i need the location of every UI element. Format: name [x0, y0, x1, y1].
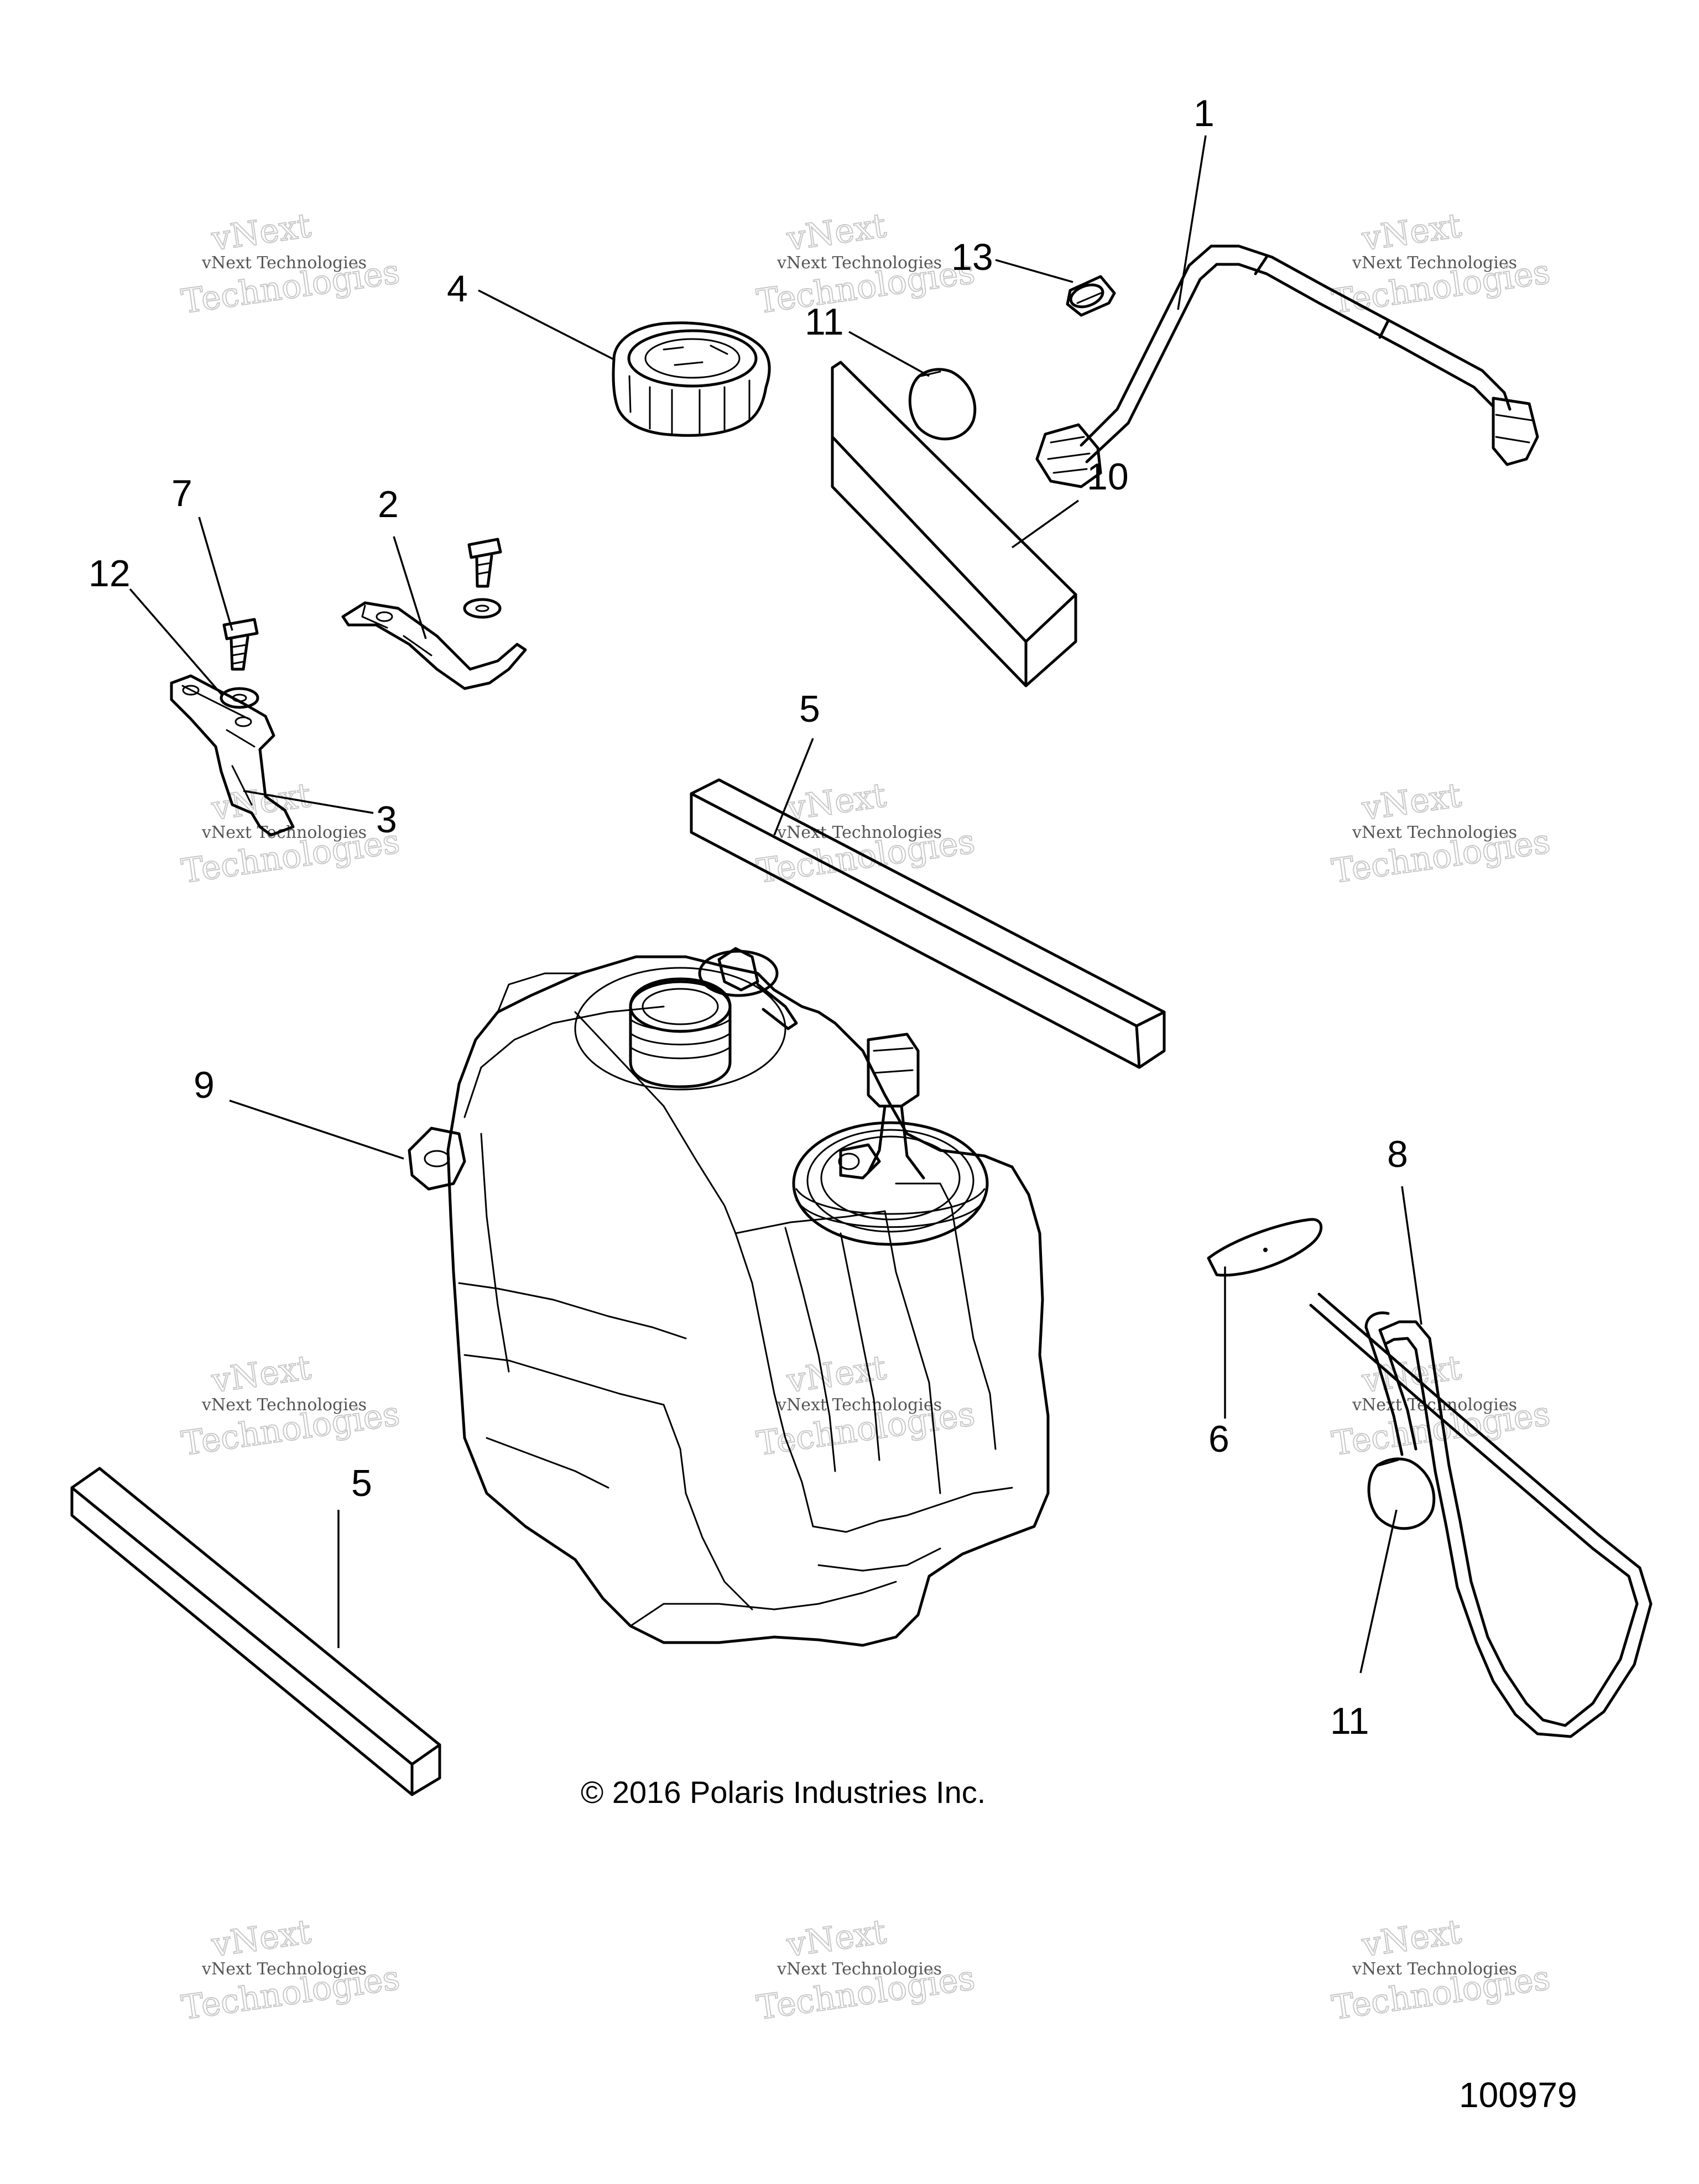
- svg-text:vNext Technologies: vNext Technologies: [201, 253, 367, 273]
- watermark: vNext vNext Technologies Technologies: [754, 1912, 978, 2028]
- watermark: vNext vNext Technologies Technologies: [1329, 1912, 1553, 2028]
- part-4-fuel-cap[interactable]: [612, 321, 771, 437]
- part-5-foam-strip-top[interactable]: [690, 778, 1166, 1069]
- part-13-grommet[interactable]: [1066, 275, 1116, 317]
- watermark: vNext vNext Technologies Technologies: [179, 775, 403, 892]
- watermark: vNext vNext Technologies Technologies: [754, 775, 978, 892]
- bolt-near-bracket-2[interactable]: [463, 538, 502, 619]
- part-11-clamp-top[interactable]: [908, 368, 977, 441]
- part-2-bracket[interactable]: [341, 601, 527, 690]
- callout-11-bottom: 11: [1330, 1700, 1369, 1742]
- svg-text:vNext: vNext: [209, 1912, 314, 1964]
- clip-dot: [1263, 1248, 1268, 1252]
- watermark: vNext vNext Technologies Technologies: [179, 206, 403, 322]
- callout-2: 2: [378, 483, 399, 525]
- watermark: vNext vNext Technologies Technologies: [179, 1348, 403, 1464]
- figure-number: 100979: [1459, 2075, 1577, 2115]
- part-12-washer[interactable]: [220, 687, 259, 709]
- svg-text:vNext Technologies: vNext Technologies: [201, 1395, 367, 1415]
- svg-text:vNext: vNext: [1359, 1912, 1464, 1964]
- watermarks: vNext vNext Technologies Technologies vN…: [179, 206, 1553, 2028]
- svg-text:vNext: vNext: [784, 1912, 889, 1964]
- svg-text:vNext: vNext: [209, 206, 314, 258]
- callout-1: 1: [1194, 92, 1215, 134]
- part-8-vent-hose[interactable]: [1309, 1292, 1653, 1738]
- callout-10: 10: [1087, 456, 1129, 498]
- part-6-clip[interactable]: [1207, 1218, 1323, 1277]
- svg-text:vNext Technologies: vNext Technologies: [1352, 1959, 1517, 1979]
- watermark: vNext vNext Technologies Technologies: [1329, 206, 1553, 322]
- copyright: © 2016 Polaris Industries Inc.: [581, 1775, 986, 1810]
- part-9-fuel-tank[interactable]: [408, 947, 1050, 1647]
- svg-text:vNext Technologies: vNext Technologies: [201, 1959, 367, 1979]
- part-3-bracket[interactable]: [170, 674, 295, 837]
- svg-text:vNext: vNext: [784, 206, 889, 258]
- part-11-clamp-bottom[interactable]: [1367, 1457, 1436, 1530]
- callout-6: 6: [1208, 1418, 1229, 1460]
- leader-lines: [129, 135, 1422, 1674]
- callout-3: 3: [376, 799, 397, 841]
- callout-5-top: 5: [799, 688, 820, 730]
- part-5-foam-strip-bottom[interactable]: [70, 1467, 441, 1796]
- callout-7: 7: [171, 472, 192, 514]
- svg-text:vNext Technologies: vNext Technologies: [776, 253, 942, 273]
- svg-text:vNext Technologies: vNext Technologies: [1352, 823, 1517, 842]
- svg-text:vNext Technologies: vNext Technologies: [776, 1395, 942, 1415]
- svg-text:vNext: vNext: [784, 776, 889, 828]
- svg-text:vNext Technologies: vNext Technologies: [1352, 253, 1517, 273]
- part-10-foam-block[interactable]: [831, 361, 1077, 687]
- watermark: vNext vNext Technologies Technologies: [1329, 775, 1553, 892]
- callout-5-bottom: 5: [351, 1462, 372, 1504]
- callout-labels: 1 2 3 4 5 5 6 7 8 9 10 11 11 12 13: [88, 92, 1408, 1742]
- callout-12: 12: [88, 552, 131, 595]
- svg-text:vNext: vNext: [1359, 776, 1464, 828]
- callout-13: 13: [951, 236, 993, 278]
- svg-text:vNext Technologies: vNext Technologies: [776, 823, 942, 842]
- callout-4: 4: [447, 268, 468, 310]
- callout-9: 9: [194, 1064, 215, 1106]
- part-7-bolt[interactable]: [222, 618, 259, 671]
- watermark: vNext vNext Technologies Technologies: [754, 206, 978, 322]
- svg-text:vNext Technologies: vNext Technologies: [201, 823, 367, 842]
- part-1-fuel-line[interactable]: [1035, 244, 1539, 488]
- svg-text:vNext: vNext: [209, 1348, 314, 1400]
- svg-text:vNext: vNext: [1359, 206, 1464, 258]
- watermark: vNext vNext Technologies Technologies: [179, 1912, 403, 2028]
- callout-11-top: 11: [805, 301, 844, 343]
- callout-8: 8: [1387, 1133, 1408, 1175]
- svg-text:vNext Technologies: vNext Technologies: [776, 1959, 942, 1979]
